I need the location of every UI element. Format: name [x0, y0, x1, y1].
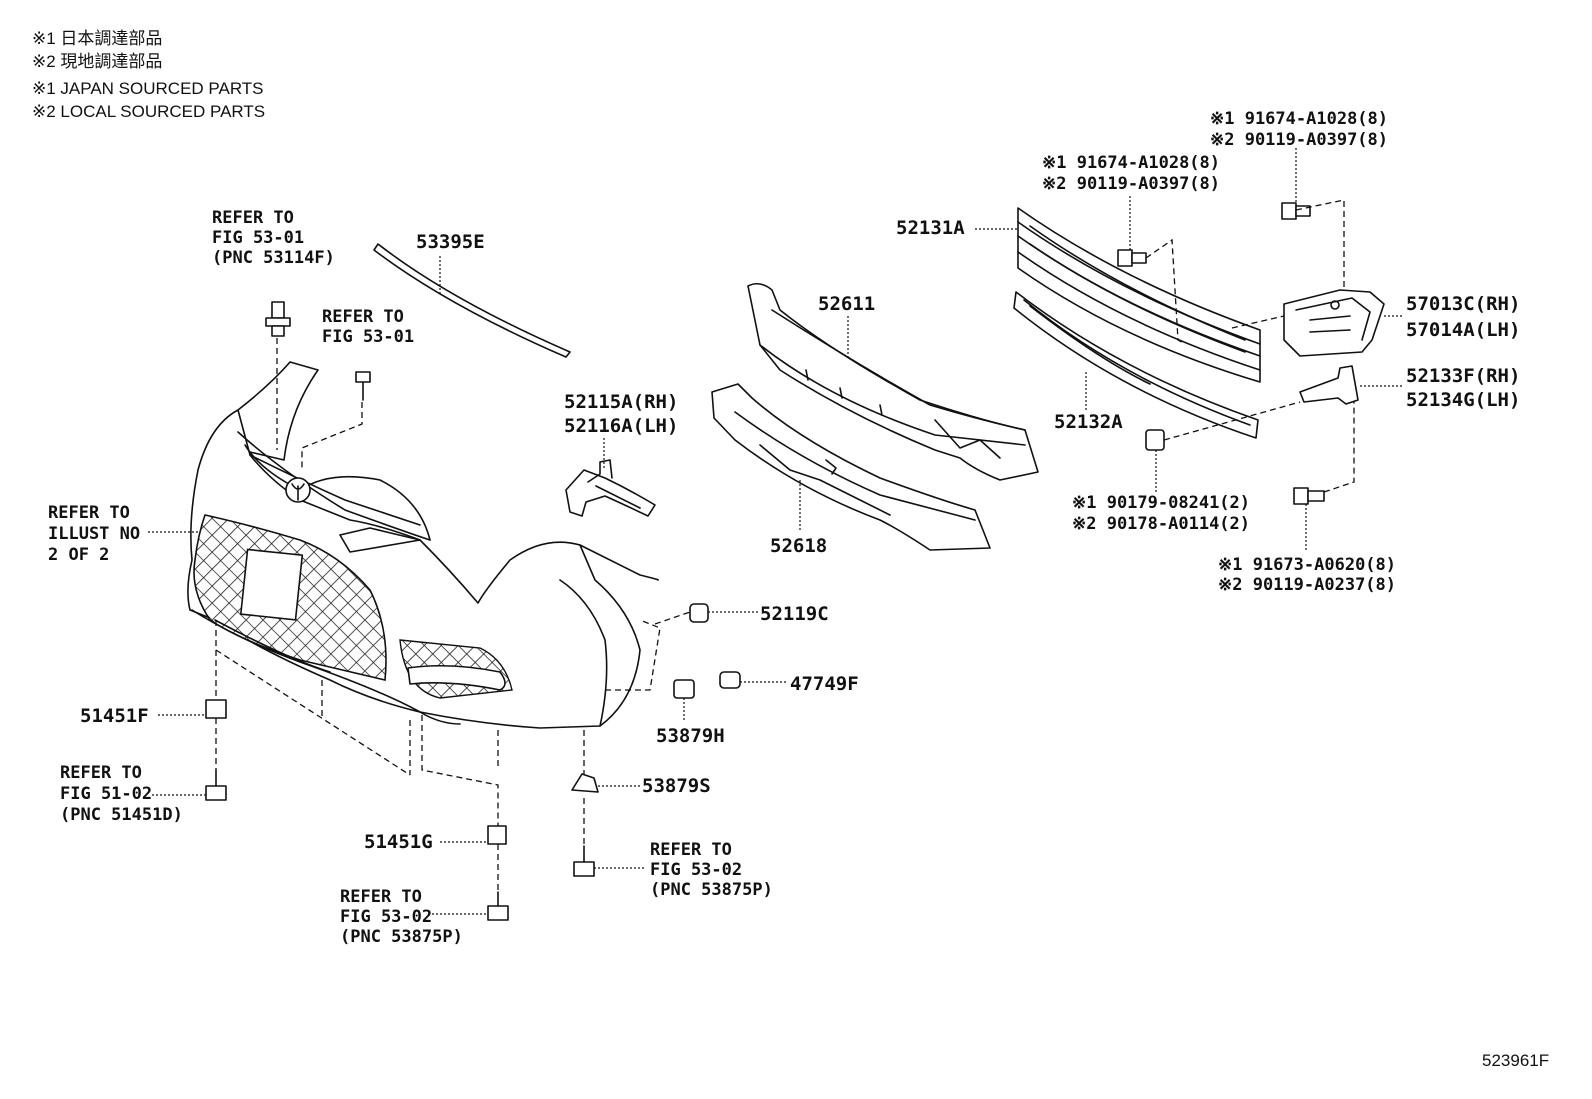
- note-japan-en: ※1 JAPAN SOURCED PARTS: [32, 79, 264, 98]
- clip-53114f: [265, 301, 291, 337]
- bolt-top-mid: [1117, 249, 1147, 267]
- refer-5301-line2: FIG 53-01: [322, 327, 414, 347]
- bumper-side-retainer: [1299, 365, 1359, 405]
- refer-53114f-line3: (PNC 53114F): [212, 248, 335, 268]
- label-57013c: 57013C(RH): [1406, 293, 1520, 315]
- molding-strip: [373, 243, 571, 358]
- screw-53875p-b: [487, 891, 509, 921]
- nut-callout: ※1 90179-08241(2) ※2 90178-A0114(2): [1072, 493, 1250, 534]
- bolt-top-right-callout: ※1 91674-A1028(8) ※2 90119-A0397(8): [1210, 109, 1388, 150]
- label-52115a: 52115A(RH): [564, 391, 678, 413]
- refer-illust-line3: 2 OF 2: [48, 545, 109, 565]
- bolt-top-right-line1: ※1 91674-A1028(8): [1210, 109, 1388, 129]
- label-51451g: 51451G: [364, 831, 433, 853]
- label-57014a: 57014A(LH): [1406, 319, 1520, 341]
- refer-53114f-line2: FIG 53-01: [212, 228, 304, 248]
- clip-53879h: [673, 679, 695, 699]
- clip-53879s: [571, 773, 599, 793]
- refer-53875p-a-line3: (PNC 53875P): [650, 880, 773, 900]
- refer-51451d-callout: REFER TO FIG 51-02 (PNC 51451D): [60, 763, 183, 825]
- refer-53875p-b-line3: (PNC 53875P): [340, 927, 463, 947]
- bolt-top-right: [1281, 202, 1311, 220]
- screw-53875p-a: [573, 845, 595, 877]
- label-52119c: 52119C: [760, 603, 829, 625]
- refer-53114f-callout: REFER TO FIG 53-01 (PNC 53114F): [212, 208, 335, 268]
- bumper-cover-illustration: [187, 361, 659, 729]
- refer-5301-line1: REFER TO: [322, 307, 404, 327]
- clip-47749f: [719, 671, 741, 689]
- nut-line2: ※2 90178-A0114(2): [1072, 514, 1250, 534]
- label-52133f: 52133F(RH): [1406, 365, 1520, 387]
- energy-absorber-lower: [711, 383, 991, 551]
- bolt-top-mid-line1: ※1 91674-A1028(8): [1042, 153, 1220, 173]
- refer-illust-line1: REFER TO: [48, 503, 130, 523]
- refer-51451d-line1: REFER TO: [60, 763, 142, 783]
- note-local-en: ※2 LOCAL SOURCED PARTS: [32, 102, 265, 121]
- bolt-top-mid-callout: ※1 91674-A1028(8) ※2 90119-A0397(8): [1042, 153, 1220, 194]
- leader-lines: [148, 148, 1404, 915]
- bolt-top-right-line2: ※2 90119-A0397(8): [1210, 130, 1388, 150]
- bolt-lower-callout: ※1 91673-A0620(8) ※2 90119-A0237(8): [1218, 555, 1396, 595]
- refer-53875p-b-line1: REFER TO: [340, 887, 422, 907]
- sourcing-notes: ※1 日本調達部品 ※2 現地調達部品 ※1 JAPAN SOURCED PAR…: [32, 29, 265, 121]
- bolt-lower-line1: ※1 91673-A0620(8): [1218, 555, 1396, 575]
- bumper-arm-bracket: [1283, 289, 1385, 357]
- fasteners: [205, 202, 1325, 921]
- clip-52119c: [689, 603, 709, 623]
- label-52618: 52618: [770, 535, 827, 557]
- label-47749f: 47749F: [790, 673, 859, 695]
- refer-53875p-a-line1: REFER TO: [650, 840, 732, 860]
- refer-51451d-line3: (PNC 51451D): [60, 805, 183, 825]
- refer-53875p-a-line2: FIG 53-02: [650, 860, 742, 880]
- screw-5301: [355, 371, 371, 401]
- refer-illust-line2: ILLUST NO: [48, 524, 140, 544]
- screw-51451d: [205, 769, 227, 801]
- label-53879s: 53879S: [642, 775, 711, 797]
- label-53879h: 53879H: [656, 725, 725, 747]
- energy-absorber-upper: [747, 282, 1039, 481]
- label-52134g: 52134G(LH): [1406, 389, 1520, 411]
- label-52116a: 52116A(LH): [564, 415, 678, 437]
- label-51451f: 51451F: [80, 705, 149, 727]
- diagram-id: 523961F: [1482, 1051, 1549, 1070]
- label-53395e: 53395E: [416, 231, 485, 253]
- refer-illust-callout: REFER TO ILLUST NO 2 OF 2: [48, 503, 140, 565]
- refer-53875p-a-callout: REFER TO FIG 53-02 (PNC 53875P): [650, 840, 773, 900]
- refer-53875p-b-callout: REFER TO FIG 53-02 (PNC 53875P): [340, 887, 463, 947]
- clip-51451g: [487, 825, 507, 845]
- bolt-top-mid-line2: ※2 90119-A0397(8): [1042, 174, 1220, 194]
- refer-53114f-line1: REFER TO: [212, 208, 294, 228]
- bumper-lower-reinforcement: [1013, 291, 1259, 439]
- bolt-lower-line2: ※2 90119-A0237(8): [1218, 575, 1396, 595]
- label-52131a: 52131A: [896, 217, 965, 239]
- assembly-lines: [215, 199, 1355, 892]
- refer-51451d-line2: FIG 51-02: [60, 784, 152, 804]
- nut-line1: ※1 90179-08241(2): [1072, 493, 1250, 513]
- refer-53875p-b-line2: FIG 53-02: [340, 907, 432, 927]
- note-local-jp: ※2 現地調達部品: [32, 52, 162, 71]
- bolt-lower: [1293, 487, 1325, 505]
- label-52132a: 52132A: [1054, 411, 1123, 433]
- refer-5301-callout: REFER TO FIG 53-01: [322, 307, 414, 347]
- nut-90179: [1145, 429, 1165, 451]
- label-52611: 52611: [818, 293, 875, 315]
- bumper-side-bracket: [565, 459, 656, 517]
- clip-51451f: [205, 699, 227, 719]
- note-japan-jp: ※1 日本調達部品: [32, 29, 162, 48]
- bumper-reinforcement: [1017, 207, 1261, 383]
